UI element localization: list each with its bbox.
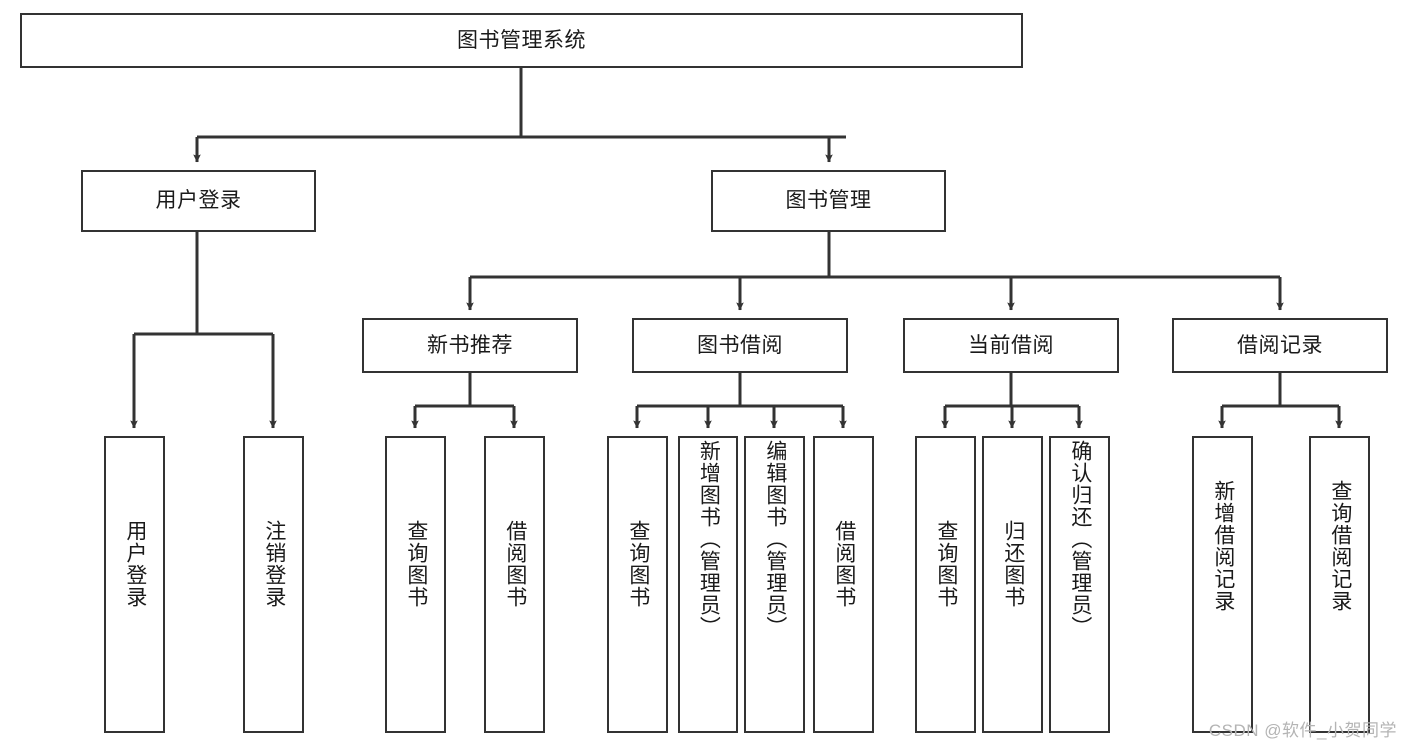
node-label: 新增图书（管理员） <box>697 440 721 638</box>
node-leaf-borrow-book[interactable]: 借阅图书 <box>813 436 874 733</box>
node-label: 注销登录 <box>262 520 286 608</box>
node-label: 当前借阅 <box>968 333 1054 357</box>
node-label: 编辑图书（管理员） <box>763 440 787 638</box>
node-leaf-add-borrow-record[interactable]: 新增借阅记录 <box>1192 436 1253 733</box>
node-current-borrow[interactable]: 当前借阅 <box>903 318 1119 373</box>
node-label: 确认归还（管理员） <box>1068 440 1092 638</box>
node-borrow-record[interactable]: 借阅记录 <box>1172 318 1388 373</box>
node-user-login[interactable]: 用户登录 <box>81 170 316 232</box>
node-label: 图书管理 <box>785 189 872 213</box>
node-label: 图书借阅 <box>697 333 783 357</box>
node-label: 归还图书 <box>1001 520 1025 608</box>
node-leaf-query-book-new[interactable]: 查询图书 <box>385 436 446 733</box>
node-leaf-query-borrow-record[interactable]: 查询借阅记录 <box>1309 436 1370 733</box>
node-root-system[interactable]: 图书管理系统 <box>20 13 1023 68</box>
node-label: 查询图书 <box>404 520 428 608</box>
node-new-book-recommend[interactable]: 新书推荐 <box>362 318 578 373</box>
node-label: 新增借阅记录 <box>1211 480 1235 612</box>
node-label: 查询借阅记录 <box>1328 480 1352 612</box>
node-leaf-logout[interactable]: 注销登录 <box>243 436 304 733</box>
node-book-management[interactable]: 图书管理 <box>711 170 946 232</box>
node-label: 查询图书 <box>626 520 650 608</box>
node-leaf-confirm-return[interactable]: 确认归还（管理员） <box>1049 436 1110 733</box>
node-label: 借阅图书 <box>503 520 527 608</box>
node-label: 图书管理系统 <box>457 28 586 52</box>
node-label: 查询图书 <box>934 520 958 608</box>
node-leaf-return-book[interactable]: 归还图书 <box>982 436 1043 733</box>
csdn-watermark: CSDN @软件_小贺同学 <box>1208 721 1397 740</box>
node-label: 借阅记录 <box>1237 333 1323 357</box>
node-leaf-add-book[interactable]: 新增图书（管理员） <box>678 436 738 733</box>
node-label: 用户登录 <box>155 189 242 213</box>
node-leaf-query-book-current[interactable]: 查询图书 <box>915 436 976 733</box>
node-leaf-query-book-borrow[interactable]: 查询图书 <box>607 436 668 733</box>
node-leaf-borrow-book-new[interactable]: 借阅图书 <box>484 436 545 733</box>
node-book-borrow[interactable]: 图书借阅 <box>632 318 848 373</box>
node-label: 新书推荐 <box>427 333 513 357</box>
node-leaf-user-login[interactable]: 用户登录 <box>104 436 165 733</box>
node-label: 借阅图书 <box>832 520 856 608</box>
node-leaf-edit-book[interactable]: 编辑图书（管理员） <box>744 436 805 733</box>
node-label: 用户登录 <box>123 520 147 608</box>
